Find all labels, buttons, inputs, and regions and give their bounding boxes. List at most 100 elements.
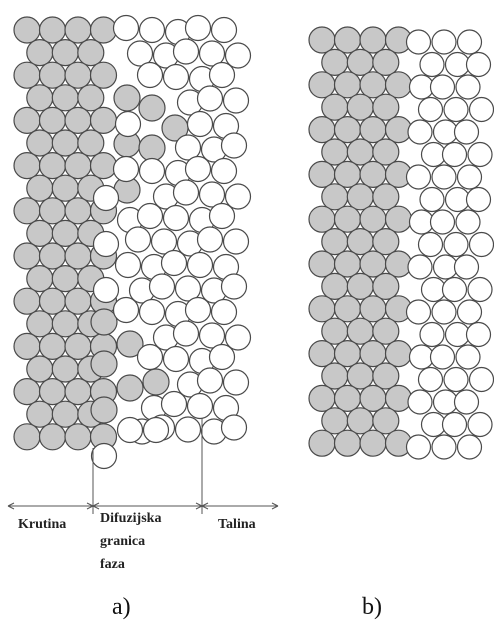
liquid-atom	[188, 112, 213, 137]
liquid-atom	[432, 300, 456, 324]
solid-atom	[373, 229, 399, 255]
solid-atom	[386, 206, 412, 232]
solid-atom	[360, 72, 386, 98]
liquid-atom	[470, 233, 494, 257]
liquid-atom	[186, 16, 211, 41]
liquid-atom	[422, 143, 446, 167]
solid-atom	[360, 206, 386, 232]
solid-atom	[322, 139, 348, 165]
liquid-atom	[150, 274, 175, 299]
liquid-atom	[422, 278, 446, 302]
liquid-atom	[444, 368, 468, 392]
solid-atom	[347, 408, 373, 434]
liquid-atom	[212, 18, 237, 43]
solid-atom	[114, 85, 140, 111]
solid-atom	[40, 424, 66, 450]
liquid-atom	[468, 278, 492, 302]
solid-atom	[360, 296, 386, 322]
solid-atom	[14, 288, 40, 314]
solid-atom	[52, 401, 78, 427]
solid-atom	[335, 72, 361, 98]
solid-atom	[14, 424, 40, 450]
solid-atom	[335, 206, 361, 232]
liquid-atom	[470, 368, 494, 392]
solid-atom	[335, 27, 361, 53]
liquid-atom	[138, 63, 163, 88]
solid-atom	[91, 309, 117, 335]
solid-atom	[309, 341, 335, 367]
solid-atom	[78, 85, 104, 111]
liquid-atom	[222, 133, 247, 158]
solid-atom	[322, 318, 348, 344]
liquid-atom	[456, 75, 480, 99]
liquid-atom	[446, 53, 470, 77]
liquid-atom	[444, 233, 468, 257]
solid-atom	[65, 153, 91, 179]
solid-atom	[65, 424, 91, 450]
solid-atom	[360, 27, 386, 53]
solid-atom	[373, 273, 399, 299]
liquid-atom	[420, 188, 444, 212]
solid-atom	[27, 356, 53, 382]
liquid-atom	[94, 186, 119, 211]
solid-atom	[309, 430, 335, 456]
liquid-atom	[407, 165, 431, 189]
solid-atom	[27, 401, 53, 427]
solid-atom	[386, 72, 412, 98]
liquid-atom	[164, 347, 189, 372]
liquid-atom	[422, 413, 446, 437]
solid-atom	[14, 17, 40, 43]
liquid-atom	[94, 232, 119, 257]
solid-atom	[373, 318, 399, 344]
liquid-atom	[116, 253, 141, 278]
solid-atom	[14, 198, 40, 224]
liquid-atom	[444, 98, 468, 122]
solid-atom	[309, 296, 335, 322]
liquid-atom	[408, 255, 432, 279]
liquid-atom	[144, 418, 169, 443]
solid-atom	[322, 363, 348, 389]
solid-atom	[40, 62, 66, 88]
solid-atom	[373, 49, 399, 75]
liquid-atom	[176, 417, 201, 442]
liquid-atom	[467, 323, 491, 347]
solid-atom	[347, 139, 373, 165]
solid-atom	[347, 229, 373, 255]
solid-atom	[347, 363, 373, 389]
solid-atom	[322, 229, 348, 255]
solid-atom	[360, 117, 386, 143]
solid-atom	[335, 251, 361, 277]
liquid-atom	[198, 368, 223, 393]
solid-atom	[386, 341, 412, 367]
liquid-atom	[407, 30, 431, 54]
liquid-atom	[188, 253, 213, 278]
liquid-atom	[443, 143, 467, 167]
solid-atom	[65, 333, 91, 359]
solid-atom	[14, 333, 40, 359]
liquid-atom	[432, 435, 456, 459]
solid-atom	[27, 311, 53, 337]
liquid-atom	[410, 75, 434, 99]
liquid-atom	[455, 390, 479, 414]
liquid-atom	[408, 390, 432, 414]
liquid-atom	[162, 251, 187, 276]
liquid-atom	[420, 53, 444, 77]
liquid-atom	[443, 413, 467, 437]
solid-atom	[309, 27, 335, 53]
solid-atom	[14, 243, 40, 269]
liquid-atom	[434, 255, 458, 279]
solid-atom	[335, 341, 361, 367]
solid-atom	[52, 40, 78, 66]
solid-atom	[373, 408, 399, 434]
liquid-atom	[446, 188, 470, 212]
liquid-atom	[188, 394, 213, 419]
liquid-atom	[410, 345, 434, 369]
liquid-atom	[407, 435, 431, 459]
solid-atom	[27, 130, 53, 156]
liquid-atom	[455, 255, 479, 279]
liquid-atom	[468, 143, 492, 167]
liquid-atom	[458, 300, 482, 324]
liquid-atom	[458, 435, 482, 459]
solid-atom	[65, 379, 91, 405]
liquid-atom	[431, 210, 455, 234]
